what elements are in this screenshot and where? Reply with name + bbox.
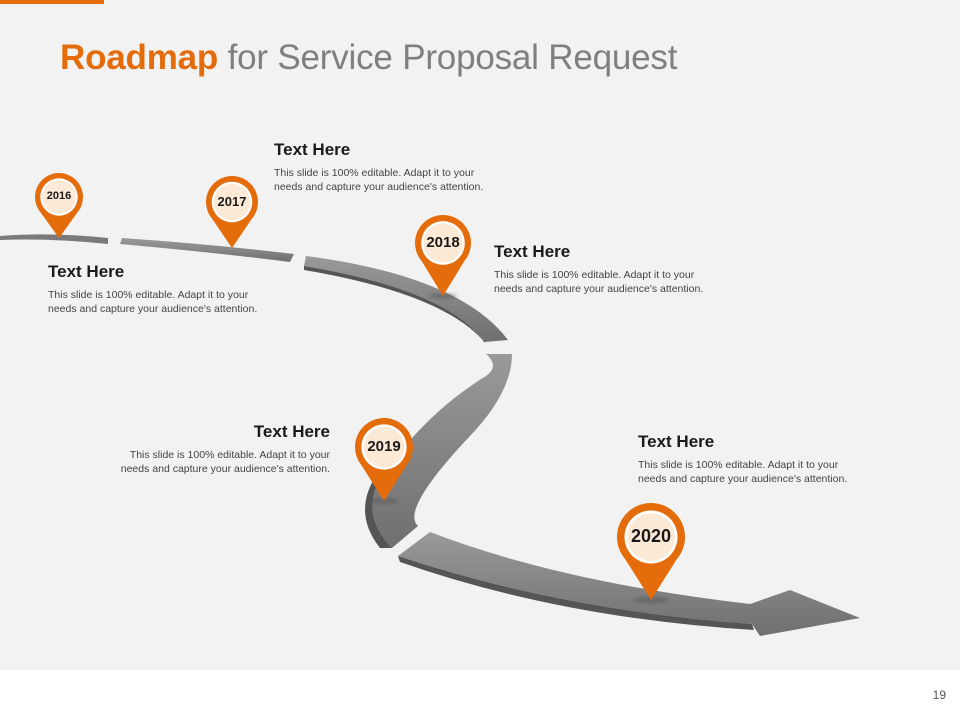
road-segment-4 [372,354,512,548]
title-rest: for Service Proposal Request [218,38,678,77]
milestone-body-line: needs and capture your audience's attent… [494,283,704,295]
roadmap-path [0,234,860,636]
milestone-heading: Text Here [48,262,125,281]
pin-inner [423,223,463,263]
title-strong: Roadmap [60,38,219,77]
road-segment-5 [398,532,860,636]
slide-title: Roadmap for Service Proposal Request [60,38,677,78]
pin-year-label: 2018 [426,234,460,251]
milestone-body-line: This slide is 100% editable. Adapt it to… [48,289,249,301]
pin-year-label: 2016 [46,190,72,203]
road-segment-3 [304,256,508,342]
pin-inner [213,183,251,221]
road-segment-1 [0,234,108,244]
milestone-pin-2017: 2017 [204,174,260,250]
milestone-text-2016: Text Here This slide is 100% editable. A… [48,262,257,316]
map-pin-icon [617,503,685,600]
milestone-body-line: This slide is 100% editable. Adapt it to… [129,449,330,461]
pin-inner [363,426,405,468]
milestone-heading: Text Here [638,432,715,451]
milestone-text-2020: Text Here This slide is 100% editable. A… [638,432,847,486]
milestone-text-2019: Text Here This slide is 100% editable. A… [121,422,330,476]
milestone-body-line: This slide is 100% editable. Adapt it to… [274,167,475,179]
milestone-body-line: This slide is 100% editable. Adapt it to… [638,459,839,471]
road-segment-4-edge [365,470,392,548]
map-pin-icon [355,418,413,501]
milestone-body: This slide is 100% editable. Adapt it to… [638,458,847,486]
map-pin-icon [206,176,258,248]
milestone-heading: Text Here [274,140,351,159]
milestone-body-line: needs and capture your audience's attent… [48,303,258,315]
road-segment-2 [120,238,294,262]
map-pin-icon [35,173,83,238]
milestone-body-line: needs and capture your audience's attent… [274,181,484,193]
pin-inner [42,180,76,214]
milestone-text-2018: Text Here This slide is 100% editable. A… [494,242,703,296]
milestone-body-line: needs and capture your audience's attent… [638,473,848,485]
milestone-heading: Text Here [253,422,330,441]
milestone-body: This slide is 100% editable. Adapt it to… [121,448,330,476]
road-segment-5-edge [398,556,754,630]
map-pin-icon [415,215,471,296]
milestone-pin-2019: 2019 [353,416,415,503]
pin-inner [627,513,675,561]
milestone-body: This slide is 100% editable. Adapt it to… [494,268,703,296]
milestone-pin-2018: 2018 [413,213,473,298]
milestone-pin-2016: 2016 [33,171,85,240]
milestone-body: This slide is 100% editable. Adapt it to… [274,166,483,194]
accent-bar [0,0,104,4]
milestone-text-2017: Text Here This slide is 100% editable. A… [274,140,483,194]
milestone-heading: Text Here [494,242,571,261]
pin-year-label: 2019 [367,438,401,455]
milestone-body: This slide is 100% editable. Adapt it to… [48,288,257,316]
pin-year-label: 2017 [217,194,247,210]
milestone-body-line: needs and capture your audience's attent… [120,463,330,475]
page-number: 19 [932,688,946,702]
pin-year-label: 2020 [630,526,672,547]
milestone-body-line: This slide is 100% editable. Adapt it to… [494,269,695,281]
milestone-pin-2020: 2020 [615,501,687,602]
